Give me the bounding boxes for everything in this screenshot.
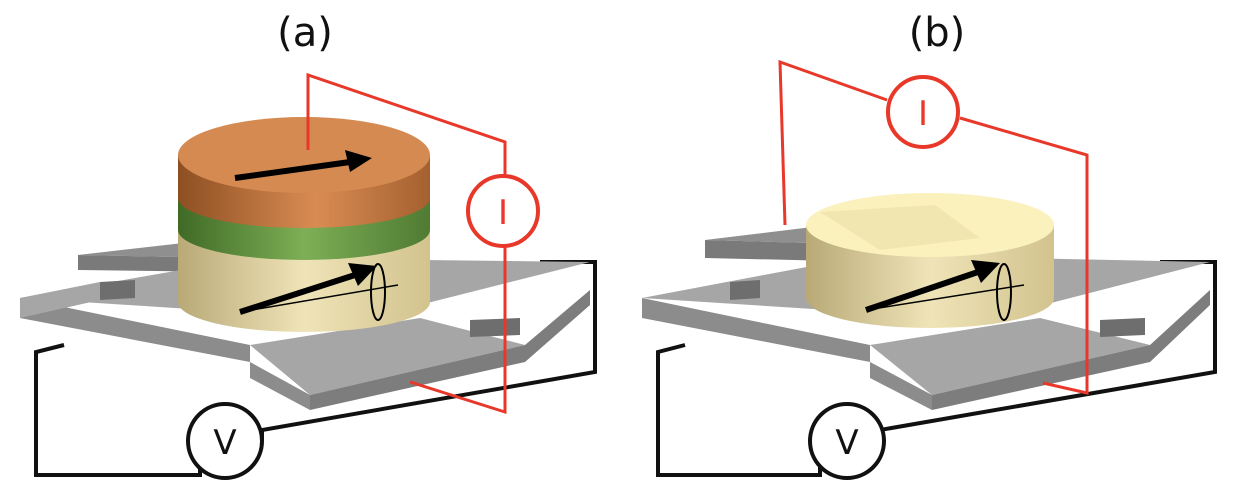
- panel-a-voltage-circuit: V: [34, 260, 597, 480]
- panel-b: (b) V: [642, 10, 1217, 480]
- panel-b-ammeter-symbol: I: [918, 94, 928, 134]
- panel-a-current-wire-top: [306, 72, 507, 178]
- panel-b-precession-cone: [996, 263, 1012, 321]
- panel-a-fixed-magnetization-arrow: [234, 159, 351, 181]
- panel-a-precession-cone: [370, 263, 386, 321]
- panel-a-ammeter-symbol: I: [498, 193, 508, 233]
- panel-a-free-magnetization-arrow: [239, 272, 356, 315]
- panel-a-voltage-wire-left: [34, 343, 202, 477]
- panel-b-voltmeter-symbol: V: [835, 423, 858, 463]
- panel-b-current-wire-left: [778, 59, 888, 226]
- panel-a: (a) V: [20, 10, 597, 480]
- panel-a-ammeter: [466, 174, 540, 248]
- panel-b-pillar: [806, 193, 1054, 328]
- panel-a-hall-bar: [20, 232, 590, 410]
- panel-a-label: (a): [277, 10, 333, 56]
- panel-a-pillar: [178, 117, 430, 332]
- panel-b-current-circuit: I: [778, 59, 1089, 395]
- panel-a-fixed-layer-top: [178, 117, 430, 193]
- panel-b-voltmeter: [808, 402, 886, 480]
- panel-a-current-circuit: I: [306, 72, 540, 415]
- panel-b-ammeter: [886, 75, 960, 149]
- panel-a-current-wire-bottom: [409, 245, 507, 415]
- panel-b-free-magnetization-arrow: [865, 269, 979, 313]
- panel-b-current-wire-right: [959, 116, 1089, 395]
- panel-b-label: (b): [909, 10, 966, 56]
- panel-b-voltage-wire-left: [656, 343, 822, 477]
- panel-a-voltmeter: [186, 402, 264, 480]
- panel-a-voltmeter-symbol: V: [213, 423, 236, 463]
